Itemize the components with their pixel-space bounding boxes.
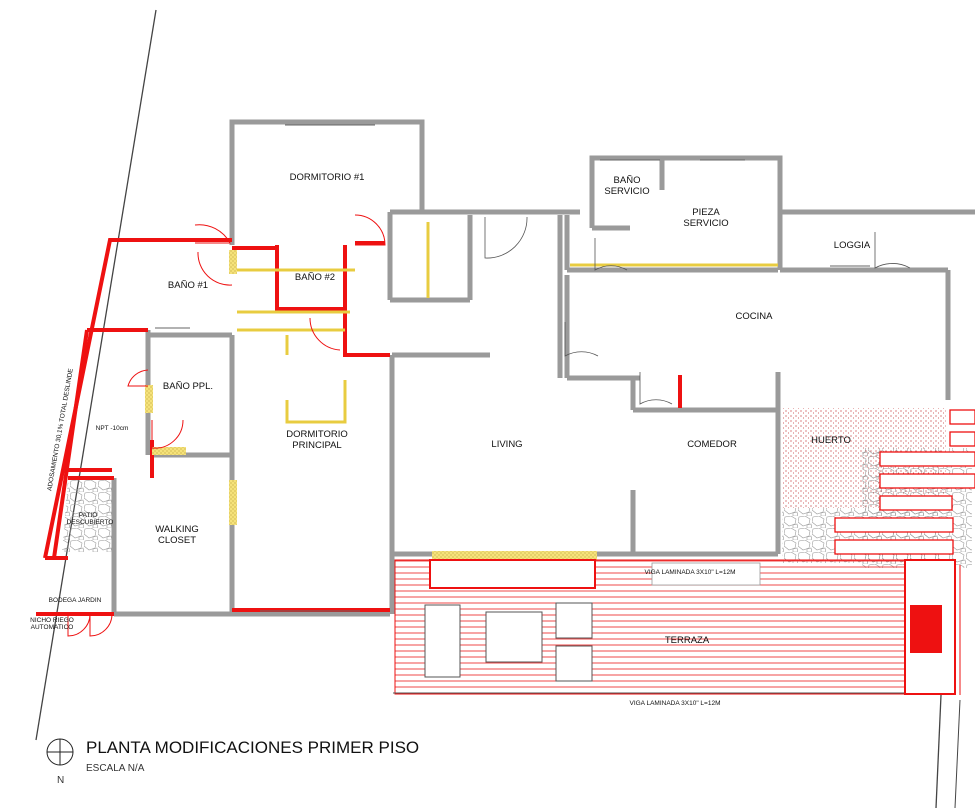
yellow-fills bbox=[145, 250, 597, 560]
npt-note: NPT -10cm bbox=[96, 425, 129, 432]
label-pieza-servicio-1: PIEZA bbox=[692, 207, 720, 218]
label-patio-2: DESCUBIERTO bbox=[67, 519, 114, 526]
new-walls bbox=[36, 238, 682, 616]
label-pieza-servicio-2: SERVICIO bbox=[683, 218, 728, 229]
north-label: N bbox=[57, 775, 64, 786]
label-patio-1: PATIO bbox=[79, 512, 98, 519]
plan-title: PLANTA MODIFICACIONES PRIMER PISO bbox=[86, 738, 419, 757]
label-bano-2: BAÑO #2 bbox=[295, 272, 335, 283]
label-bano-ppl: BAÑO PPL. bbox=[163, 381, 213, 392]
label-walking-1: WALKING bbox=[155, 524, 198, 535]
label-loggia: LOGGIA bbox=[834, 240, 871, 251]
label-dormitorio-principal-2: PRINCIPAL bbox=[292, 440, 341, 451]
label-bodega: BODEGA JARDIN bbox=[49, 597, 102, 604]
label-bano-1: BAÑO #1 bbox=[168, 280, 208, 291]
label-bano-servicio-2: SERVICIO bbox=[604, 186, 649, 197]
doors-existing bbox=[484, 216, 911, 405]
label-terraza: TERRAZA bbox=[665, 635, 710, 646]
patio-area bbox=[62, 480, 112, 552]
label-walking-2: CLOSET bbox=[158, 535, 196, 546]
terraza-deck bbox=[393, 559, 961, 695]
label-living: LIVING bbox=[491, 439, 522, 450]
label-dormitorio-principal-1: DORMITORIO bbox=[286, 429, 348, 440]
plan-scale: ESCALA N/A bbox=[86, 763, 145, 774]
label-nicho-2: AUTOMATICO bbox=[31, 624, 74, 631]
label-nicho-1: NICHO RIEGO bbox=[30, 617, 74, 624]
label-cocina: COCINA bbox=[736, 311, 774, 322]
viga-bottom-note: VIGA LAMINADA 3X10" L=12M bbox=[629, 700, 720, 707]
label-dormitorio-1: DORMITORIO #1 bbox=[290, 172, 365, 183]
title-block: N PLANTA MODIFICACIONES PRIMER PISO ESCA… bbox=[46, 738, 419, 786]
room-labels: DORMITORIO #1 BAÑO #1 BAÑO #2 BAÑO PPL. … bbox=[30, 172, 871, 646]
label-huerto: HUERTO bbox=[811, 435, 851, 446]
label-comedor: COMEDOR bbox=[687, 439, 737, 450]
new-partitions bbox=[237, 222, 778, 424]
windows bbox=[155, 124, 870, 612]
garden-planters bbox=[834, 409, 975, 555]
viga-top-note: VIGA LAMINADA 3X10" L=12M bbox=[644, 569, 735, 576]
doors bbox=[67, 214, 386, 637]
label-bano-servicio-1: BAÑO bbox=[614, 175, 641, 186]
